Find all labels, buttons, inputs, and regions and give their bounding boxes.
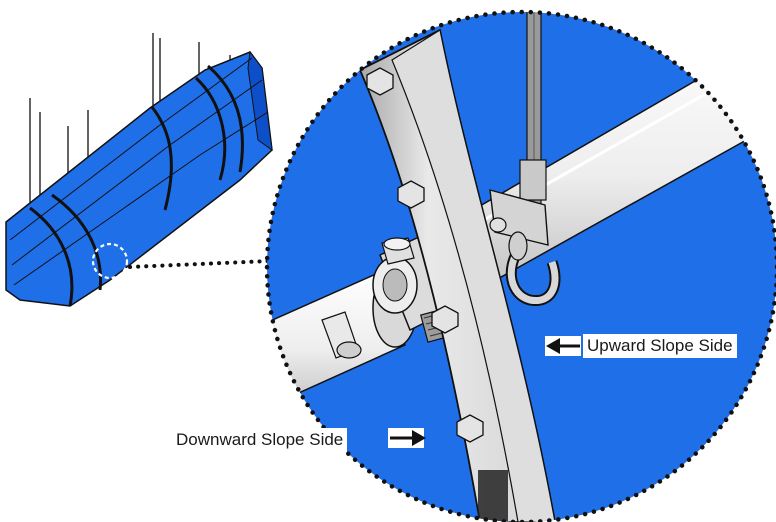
downward-slope-label: Downward Slope Side (172, 428, 348, 452)
detail-connector-line (128, 259, 272, 269)
tunnel-arches (29, 64, 244, 307)
detail-marker-circle (91, 242, 129, 280)
detail-view (264, 9, 776, 522)
upward-slope-label: Upward Slope Side (583, 334, 737, 358)
upward-arrow-icon (545, 336, 581, 356)
detail-circle-border (264, 9, 776, 522)
greenhouse-tunnel-overview (5, 33, 273, 307)
downward-arrow-icon (388, 428, 426, 448)
arch-bar (358, 28, 557, 522)
wire-clamp (489, 189, 561, 306)
arch-bolts (366, 67, 484, 443)
tunnel-body (5, 51, 273, 307)
